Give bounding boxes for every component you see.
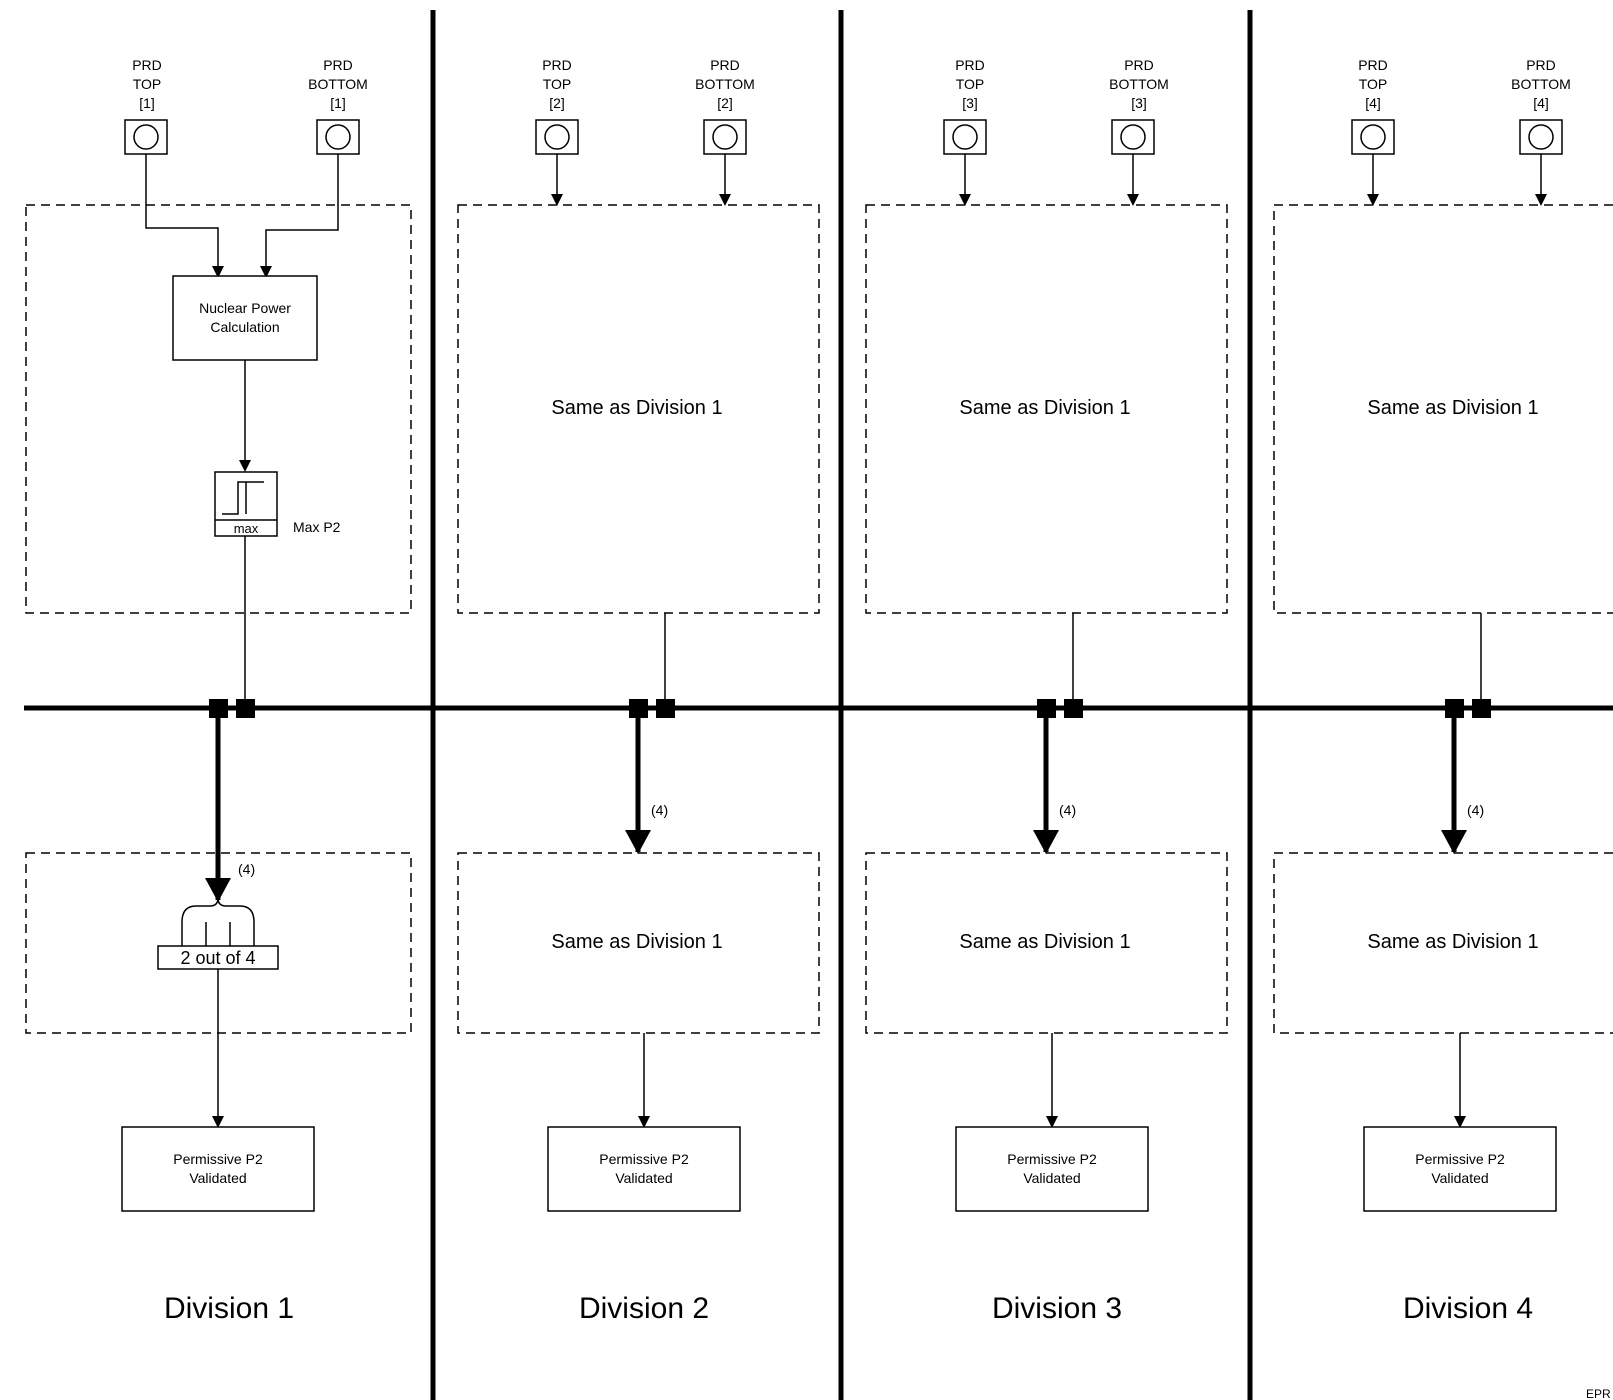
sensor-bottom-icon [1519,119,1563,155]
threshold-inner-label: max [234,521,259,536]
bus-count-label: (4) [651,802,668,818]
sensor-top-label: TOP [133,76,162,92]
bus-node [1445,699,1464,718]
bus-node [1472,699,1491,718]
bus-node [236,699,255,718]
division-title: Division 1 [164,1292,294,1325]
output-label: Permissive P2 [599,1151,689,1167]
same-as-division-1-label: Same as Division 1 [551,397,722,419]
division-1: PRD TOP [1] PRD BOTTOM [1] Nuclear Power… [25,57,412,1325]
sensor-bottom-label: BOTTOM [1511,76,1571,92]
division-title: Division 2 [579,1292,709,1325]
max-p2-label: Max P2 [293,519,341,535]
processing-boundary [865,204,1228,614]
max-threshold-icon [214,471,278,537]
voting-boundary [865,852,1228,1034]
division-title: Division 4 [1403,1292,1533,1325]
signal-line [145,154,224,278]
sensor-bottom-icon [1111,119,1155,155]
sensor-top-icon [535,119,579,155]
sensor-top-label: PRD [542,57,572,73]
bus-node [1064,699,1083,718]
permissive-p2-box [547,1126,741,1212]
output-label: Permissive P2 [173,1151,263,1167]
voting-boundary [457,852,820,1034]
sensor-top-label: [1] [139,95,155,111]
output-label: Validated [615,1170,672,1186]
division-title: Division 3 [992,1292,1122,1325]
division-2: PRD TOP [2] PRD BOTTOM [2] Same as Divis… [457,57,820,1325]
sensor-top-icon [1351,119,1395,155]
sensor-top-label: [4] [1365,95,1381,111]
division-4: PRD TOP [4] PRD BOTTOM [4] Same as Divis… [1273,57,1613,1325]
bus-count-label: (4) [238,861,255,877]
bus-node [629,699,648,718]
bus-node [209,699,228,718]
processing-boundary [457,204,820,614]
sensor-top-label: [3] [962,95,978,111]
sensor-top-icon [943,119,987,155]
bus-node [656,699,675,718]
processing-boundary [25,204,412,614]
same-as-division-1-label: Same as Division 1 [1367,931,1538,953]
output-label: Validated [189,1170,246,1186]
bus-count-label: (4) [1059,802,1076,818]
sensor-bottom-label: BOTTOM [308,76,368,92]
sensor-bottom-icon [703,119,747,155]
same-as-division-1-label: Same as Division 1 [551,931,722,953]
permissive-p2-box [955,1126,1149,1212]
sensor-bottom-label: [1] [330,95,346,111]
same-as-division-1-label: Same as Division 1 [959,931,1130,953]
sensor-bottom-label: [2] [717,95,733,111]
output-label: Permissive P2 [1007,1151,1097,1167]
calc-label: Nuclear Power [199,300,291,316]
sensor-bottom-label: [3] [1131,95,1147,111]
sensor-top-label: TOP [956,76,985,92]
output-label: Validated [1023,1170,1080,1186]
sensor-bottom-icon [316,119,360,155]
bus-node [1037,699,1056,718]
sensor-bottom-label: PRD [323,57,353,73]
sensor-bottom-label: [4] [1533,95,1549,111]
sensor-bottom-label: PRD [710,57,740,73]
sensor-top-label: PRD [132,57,162,73]
sensor-top-label: TOP [543,76,572,92]
bus-count-label: (4) [1467,802,1484,818]
output-label: Permissive P2 [1415,1151,1505,1167]
sensor-top-label: TOP [1359,76,1388,92]
corner-code: EPR [1586,1387,1611,1400]
calc-label: Calculation [210,319,279,335]
processing-boundary [1273,204,1613,614]
sensor-bottom-label: BOTTOM [695,76,755,92]
nuclear-power-calculation-box [172,275,318,361]
voting-label: 2 out of 4 [180,948,255,968]
sensor-top-label: [2] [549,95,565,111]
sensor-top-label: PRD [955,57,985,73]
permissive-p2-box [121,1126,315,1212]
voting-boundary [1273,852,1613,1034]
sensor-top-icon [124,119,168,155]
same-as-division-1-label: Same as Division 1 [1367,397,1538,419]
sensor-top-label: PRD [1358,57,1388,73]
sensor-bottom-label: PRD [1124,57,1154,73]
sensor-bottom-label: BOTTOM [1109,76,1169,92]
sensor-bottom-label: PRD [1526,57,1556,73]
output-label: Validated [1431,1170,1488,1186]
brace-icon [181,897,255,923]
division-3: PRD TOP [3] PRD BOTTOM [3] Same as Divis… [865,57,1228,1325]
signal-line [260,154,339,278]
permissive-p2-box [1363,1126,1557,1212]
same-as-division-1-label: Same as Division 1 [959,397,1130,419]
